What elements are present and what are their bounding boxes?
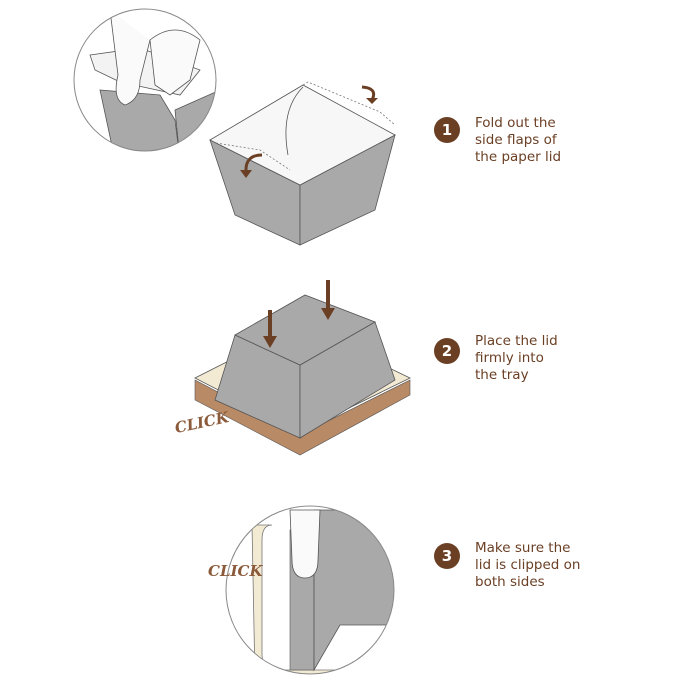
step-instruction: Fold out the side flaps of the paper lid bbox=[475, 115, 562, 165]
step-number-badge: 1 bbox=[434, 117, 460, 143]
clip-detail-zoom-circle bbox=[225, 505, 395, 675]
step-3: CLICK 3 Make sure the lid is clipped on … bbox=[0, 480, 700, 700]
step-instruction: Place the lid firmly into the tray bbox=[475, 333, 558, 383]
press-down-arrow-icon bbox=[263, 280, 335, 348]
step-2-illustration: CLICK bbox=[173, 280, 411, 456]
step-3-illustration: CLICK bbox=[208, 505, 395, 675]
click-sound-label: CLICK bbox=[208, 562, 263, 580]
fold-detail-zoom-circle bbox=[73, 8, 217, 152]
step-1-illustration bbox=[73, 8, 396, 246]
box-with-flaps bbox=[209, 81, 396, 246]
step-instruction: Make sure the lid is clipped on both sid… bbox=[475, 540, 581, 590]
step-1: 1 Fold out the side flaps of the paper l… bbox=[0, 0, 700, 260]
fold-arrow-left-icon bbox=[244, 153, 263, 173]
click-sound-label: CLICK bbox=[173, 408, 231, 437]
step-number-badge: 2 bbox=[434, 338, 460, 364]
step-number-badge: 3 bbox=[434, 543, 460, 569]
step-2: CLICK 2 Place the lid firmly into the tr… bbox=[0, 260, 700, 480]
